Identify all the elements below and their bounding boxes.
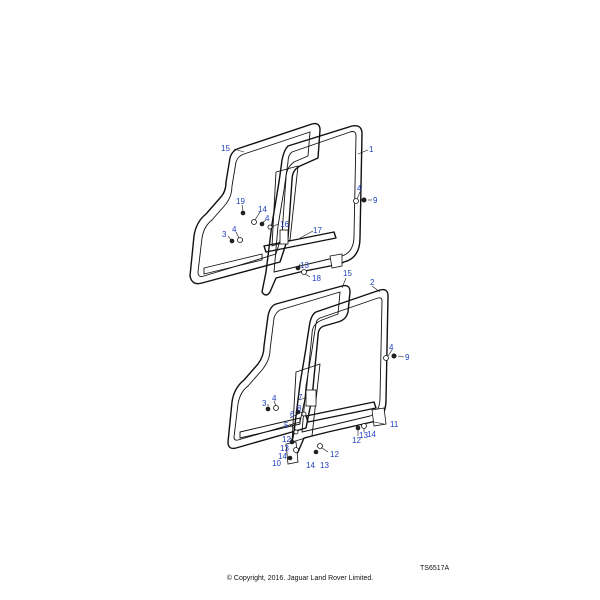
leader-lines <box>227 148 405 453</box>
callout-1: 1 <box>369 145 374 154</box>
lower-channel-strip-rear <box>305 401 377 423</box>
callout-12: 12 <box>330 450 339 459</box>
door-frame-seal-upper <box>261 124 363 296</box>
callout-14: 14 <box>306 461 315 470</box>
callout-11: 11 <box>390 420 399 429</box>
callout-5: 5 <box>284 421 289 430</box>
callout-6: 6 <box>290 410 295 419</box>
callout-8: 8 <box>297 404 302 413</box>
lower-door-assembly <box>227 284 397 465</box>
callout-12: 12 <box>282 435 291 444</box>
callout-13: 13 <box>359 431 368 440</box>
callout-7: 7 <box>298 393 303 402</box>
lower-channel-strip <box>263 231 337 253</box>
drawing-reference-code: TS6517A <box>420 565 450 572</box>
callout-15: 15 <box>343 269 352 278</box>
callout-3: 3 <box>262 399 267 408</box>
callout-18: 18 <box>312 274 321 283</box>
callout-4: 4 <box>272 394 277 403</box>
clip-16 <box>279 229 289 245</box>
copyright-notice: © Copyright, 2016. Jaguar Land Rover Lim… <box>226 575 374 582</box>
callout-4: 4 <box>232 225 237 234</box>
body-seal-upper <box>189 122 321 285</box>
bracket-upper <box>329 253 343 269</box>
bracket-11 <box>371 407 387 427</box>
callout-4: 4 <box>265 214 270 223</box>
callout-17: 17 <box>313 226 322 235</box>
bracket-7 <box>305 389 317 407</box>
callout-3: 3 <box>222 230 227 239</box>
callout-4: 4 <box>389 343 394 352</box>
callout-12: 12 <box>352 436 361 445</box>
callout-19: 19 <box>236 197 245 206</box>
callout-4: 4 <box>357 184 362 193</box>
callout-labels: 15 1 4 9 19 14 4 16 3 4 17 13 18 15 2 4 … <box>221 144 410 470</box>
callout-9: 9 <box>405 353 410 362</box>
callout-13: 13 <box>320 461 329 470</box>
callout-13: 13 <box>300 261 309 270</box>
callout-2: 2 <box>370 278 375 287</box>
upper-door-assembly <box>189 122 367 296</box>
callout-9: 9 <box>373 196 378 205</box>
callout-14: 14 <box>367 430 376 439</box>
callout-14: 14 <box>278 452 287 461</box>
callout-15: 15 <box>221 144 230 153</box>
callout-14: 14 <box>258 205 267 214</box>
callout-13: 13 <box>280 444 289 453</box>
callout-16: 16 <box>280 220 289 229</box>
body-seal-lower <box>227 284 351 450</box>
callout-10: 10 <box>272 459 281 468</box>
